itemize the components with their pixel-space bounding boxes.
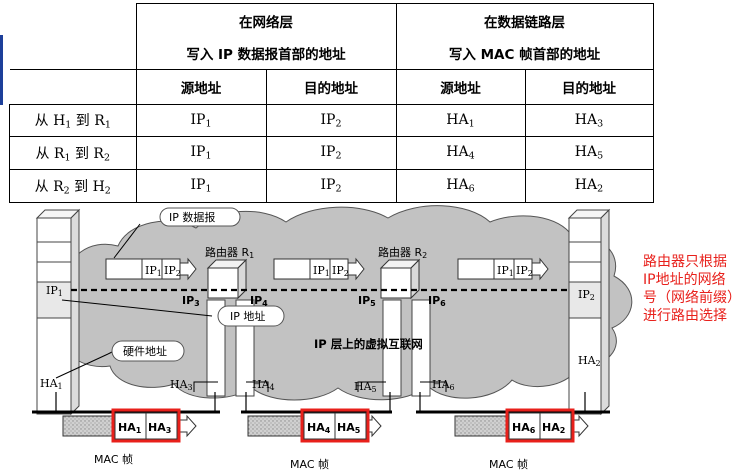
frame3-dst: HA2	[542, 421, 565, 435]
ha5-label: HA5	[354, 380, 377, 394]
packet-field-ip1: IP1	[497, 264, 514, 278]
ip5-label: IP5	[358, 294, 376, 308]
ha-src-cell: HA6	[395, 169, 526, 203]
ha2-label: HA2	[578, 354, 601, 368]
ha-dst-header: 目的地址	[524, 69, 654, 105]
row-label: 从 R2 到 H2	[9, 169, 137, 203]
ip-address-label: IP 地址	[230, 309, 265, 323]
mac-frame-label: MAC 帧	[489, 457, 528, 471]
frame2-dst: HA5	[337, 421, 361, 435]
ha-dst-cell: HA5	[524, 136, 654, 170]
packet-field-ip1: IP1	[313, 264, 330, 278]
ip-datagram	[457, 257, 549, 281]
ip-src-cell: IP1	[135, 169, 267, 203]
annotation-line: 进行路由选择	[643, 308, 727, 324]
router-r1-label: 路由器 R1	[205, 245, 254, 260]
ip-dst-header: 目的地址	[265, 69, 397, 105]
routing-annotation: 路由器只根据 IP地址的网络 号（网络前缀） 进行路由选择	[643, 253, 753, 325]
mac-frame-2	[247, 408, 382, 443]
ha3-label: HA3	[170, 378, 193, 392]
ip-datagram	[105, 257, 197, 281]
annotation-line: 号（网络前缀）	[643, 290, 741, 306]
ip-src-cell: IP1	[135, 136, 267, 170]
frame2-src: HA4	[307, 421, 331, 435]
table-row: 从 R2 到 H2 IP1 IP2 HA6 HA2	[9, 169, 654, 203]
ip-src-cell: IP1	[135, 104, 267, 137]
network-lan-3	[416, 392, 610, 414]
table-row: 从 H1 到 R1 IP1 IP2 HA1 HA3	[9, 104, 654, 137]
internet-cloud	[49, 205, 633, 401]
router-r2-columns	[382, 299, 431, 397]
ip-dst-cell: IP2	[265, 104, 397, 137]
ip-datagram-callout	[113, 207, 241, 259]
ip-src-header: 源地址	[135, 69, 267, 105]
packet-field-ip2: IP2	[516, 264, 533, 278]
ha-src-cell: HA1	[395, 104, 526, 137]
ip-datagram-label: IP 数据报	[169, 210, 215, 224]
packet-field-ip2: IP2	[164, 264, 181, 278]
ip6-label: IP6	[428, 294, 446, 308]
packet-field-ip1: IP1	[145, 264, 162, 278]
ip1-label: IP1	[46, 284, 63, 298]
ip3-label: IP3	[182, 294, 200, 308]
frame1-dst: HA3	[148, 421, 171, 435]
ha-dst-cell: HA2	[524, 169, 654, 203]
frame3-src: HA6	[512, 421, 536, 435]
network-layer-subtitle: 写入 IP 数据报首部的地址	[135, 37, 397, 70]
ip-address-callout	[61, 299, 285, 327]
mac-frame-label: MAC 帧	[290, 457, 329, 471]
ip-dst-cell: IP2	[265, 169, 397, 203]
network-layer-title: 在网络层	[135, 3, 397, 38]
network-lan-1	[32, 392, 220, 414]
router-r2-label: 路由器 R2	[378, 245, 427, 260]
ip-datagram	[273, 257, 365, 281]
ha4-label: HA4	[252, 378, 275, 392]
hw-address-label: 硬件地址	[123, 344, 167, 358]
mac-frame-3	[454, 408, 589, 443]
ha1-label: HA1	[40, 377, 63, 391]
ip4-label: IP4	[250, 294, 268, 308]
row-label: 从 H1 到 R1	[9, 104, 137, 137]
packet-field-ip2: IP2	[332, 264, 349, 278]
address-table: 在网络层 在数据链路层 写入 IP 数据报首部的地址 写入 MAC 帧首部的地址…	[9, 3, 654, 203]
mac-frame-label: MAC 帧	[94, 452, 133, 466]
table-row: 从 R1 到 R2 IP1 IP2 HA4 HA5	[9, 136, 654, 170]
router-r1-cube	[206, 258, 248, 300]
ha6-label: HA6	[432, 378, 455, 392]
virtual-internet-label: IP 层上的虚拟互联网	[314, 337, 423, 351]
host-h2	[567, 208, 611, 416]
annotation-line: IP地址的网络	[643, 272, 726, 288]
left-edge-bar	[0, 35, 3, 105]
hw-address-callout	[55, 340, 185, 379]
ha-dst-cell: HA3	[524, 104, 654, 137]
table-corner	[9, 3, 137, 70]
annotation-line: 路由器只根据	[643, 254, 727, 270]
frame1-src: HA1	[118, 421, 142, 435]
router-r2-cube	[379, 258, 421, 300]
ip2-label: IP2	[578, 288, 595, 302]
link-layer-title: 在数据链路层	[395, 3, 654, 38]
ha-src-header: 源地址	[395, 69, 526, 105]
mac-frame-1	[62, 408, 197, 443]
